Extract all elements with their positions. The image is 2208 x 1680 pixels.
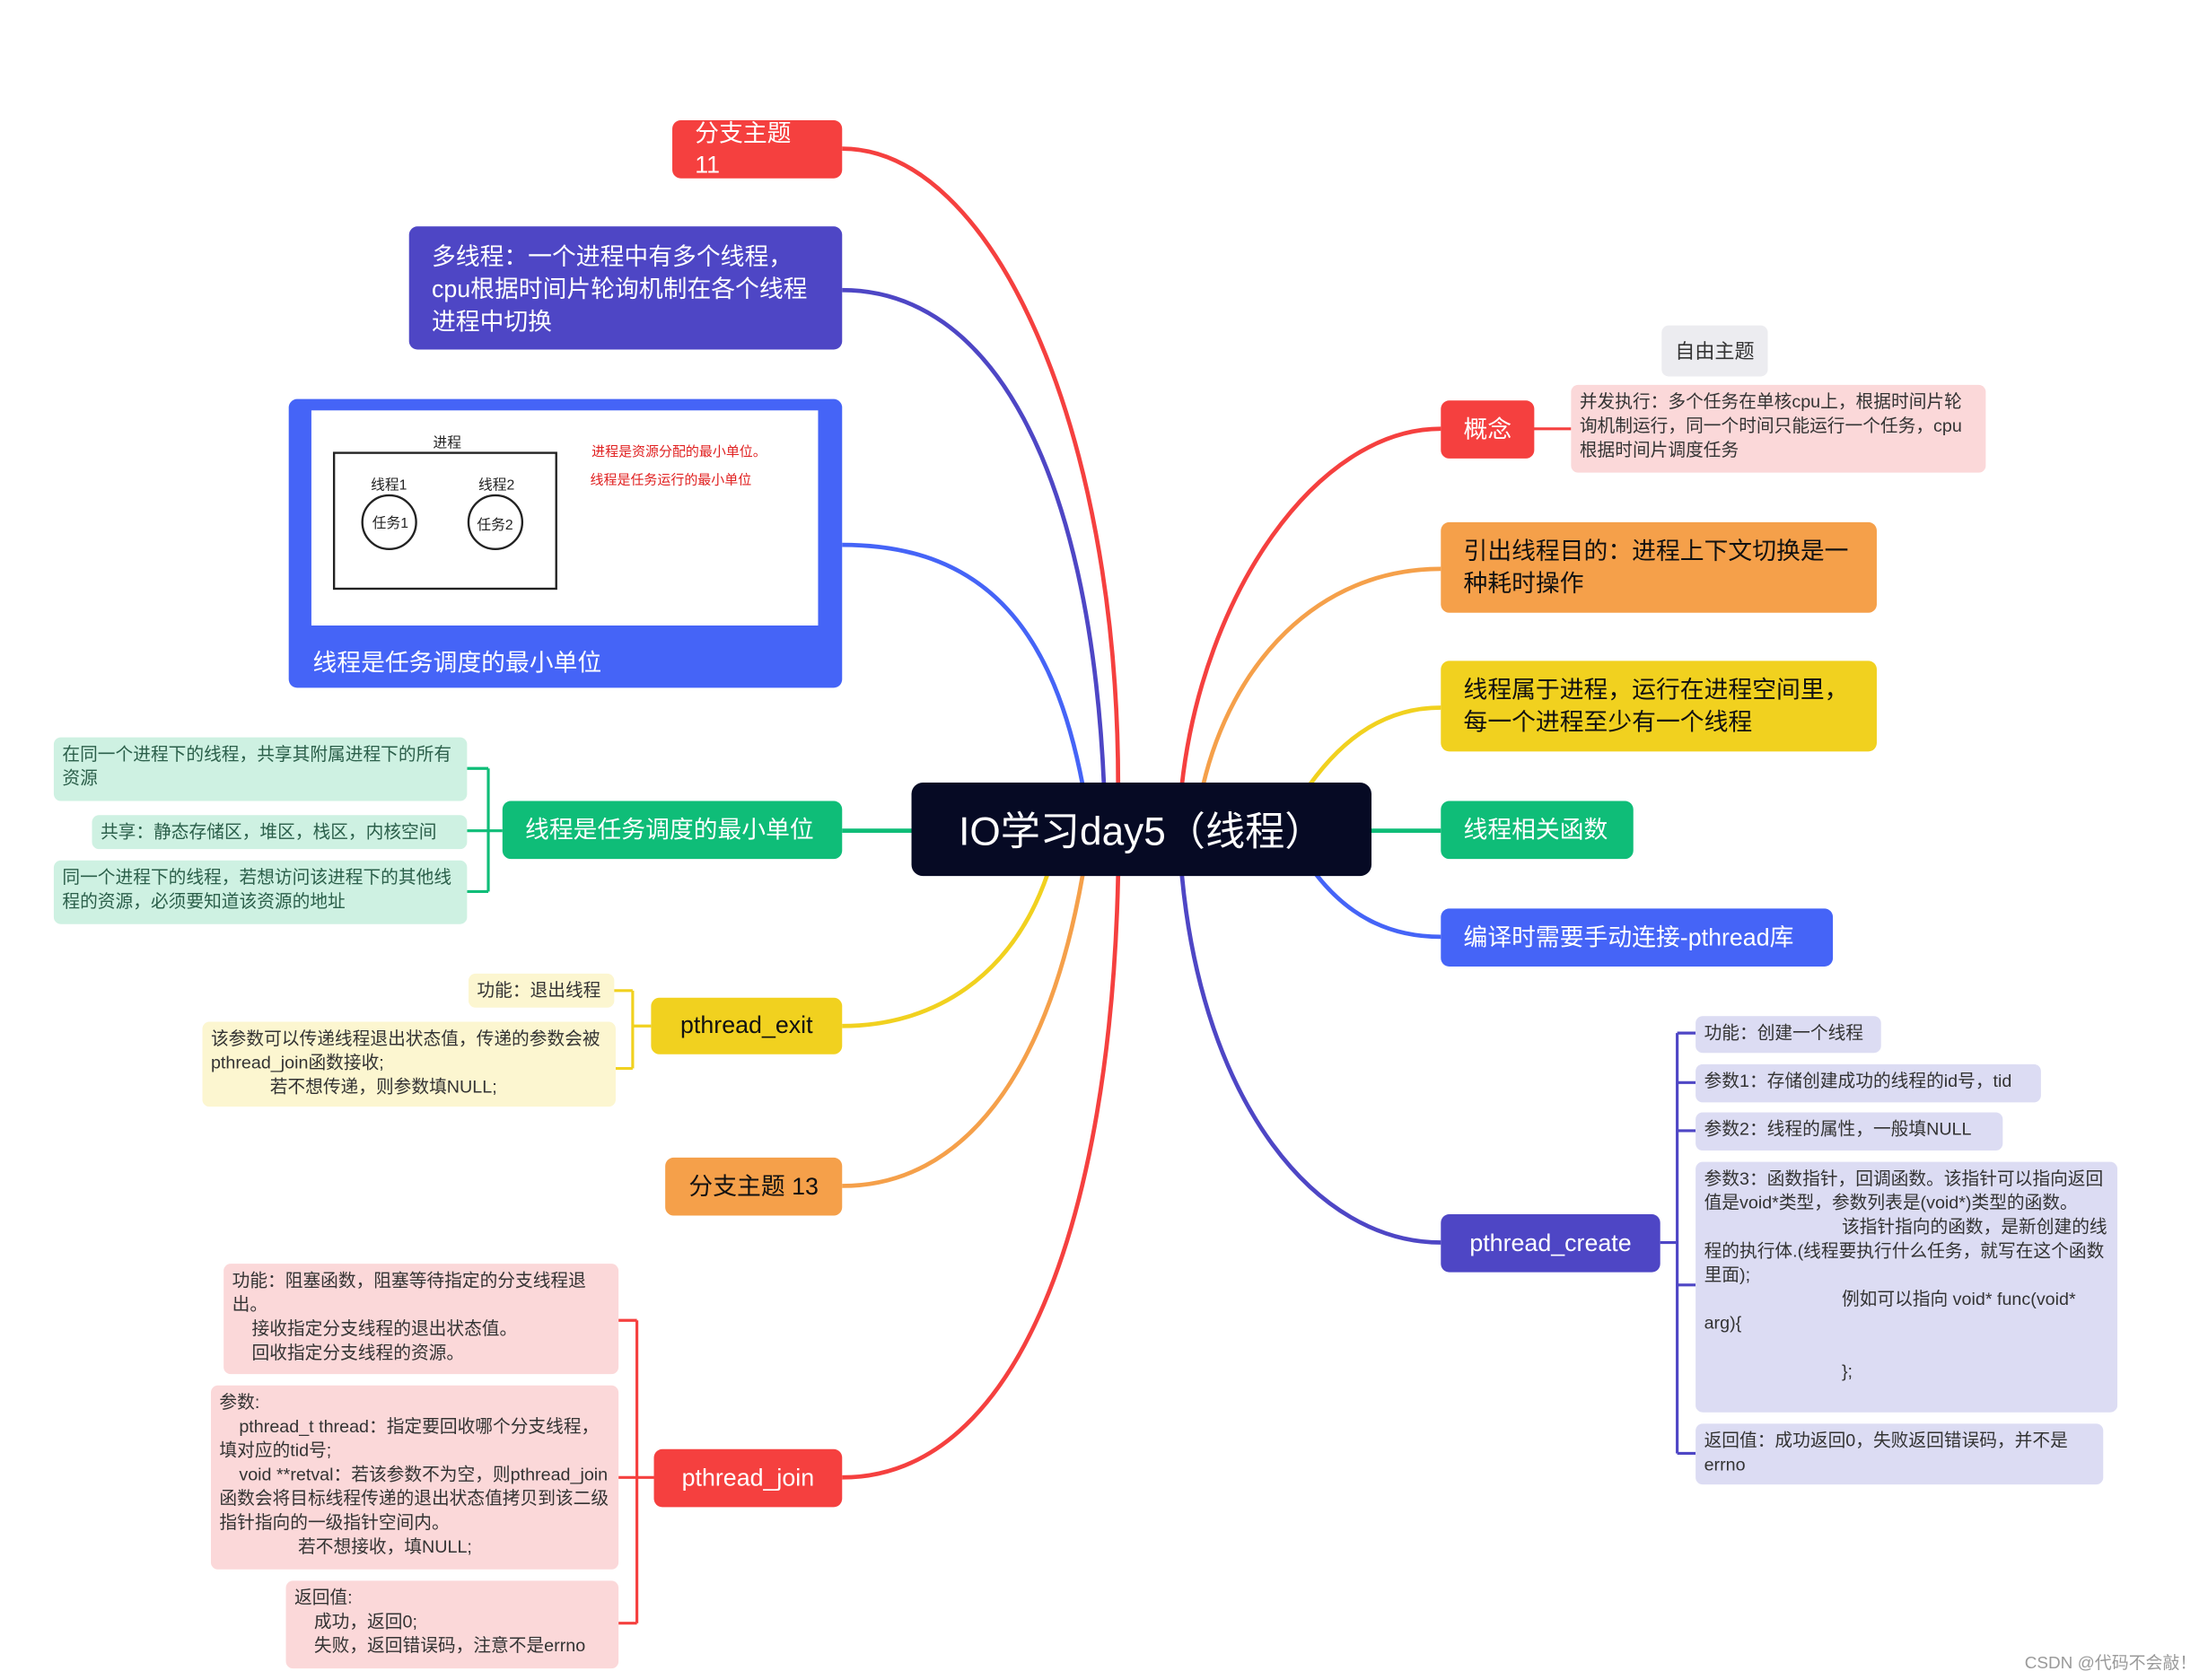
task1-label: 任务1 [372, 515, 408, 531]
pthread-join-label: pthread_join [681, 1464, 815, 1492]
process-thread-illustration: 进程 线程1 线程2 任务1 任务2 进程是资源分配的最小单位。 线程是任务运行… [332, 434, 767, 591]
purpose-node[interactable]: 引出线程目的：进程上下文切换是一种耗时操作 [1441, 521, 1877, 613]
multithread-node[interactable]: 多线程：一个进程中有多个线程，cpu根据时间片轮询机制在各个线程进程中切换 [408, 226, 843, 350]
sched-note-3[interactable]: 同一个进程下的线程，若想访问该进程下的其他线程的资源，必须要知道该资源的地址 [53, 860, 468, 924]
concept-node[interactable]: 概念 [1441, 400, 1535, 459]
sched-note-1[interactable]: 在同一个进程下的线程，共享其附属进程下的所有资源 [53, 737, 468, 801]
concept-note[interactable]: 并发执行：多个任务在单核cpu上，根据时间片轮询机制运行，同一个时间只能运行一个… [1571, 384, 1986, 473]
pthread-join-node[interactable]: pthread_join [653, 1448, 843, 1508]
pthread-create-node[interactable]: pthread_create [1441, 1213, 1660, 1273]
concept-label: 概念 [1463, 415, 1512, 442]
exit-note-1[interactable]: 功能：退出线程 [468, 973, 615, 1008]
create-note-1[interactable]: 功能：创建一个线程 [1695, 1016, 1881, 1054]
functions-label: 线程相关函数 [1463, 816, 1608, 844]
image-caption: 线程是任务调度的最小单位 [312, 649, 602, 677]
free-topic[interactable]: 自由主题 [1661, 325, 1768, 377]
pthread-exit-label: pthread_exit [680, 1011, 813, 1039]
sched-unit-label: 线程是任务调度的最小单位 [525, 816, 814, 844]
multithread-label: 多线程：一个进程中有多个线程，cpu根据时间片轮询机制在各个线程进程中切换 [431, 243, 808, 336]
central-topic[interactable]: IO学习day5（线程） [911, 783, 1372, 877]
pthread-create-label: pthread_create [1469, 1229, 1632, 1256]
image-note-1: 进程是资源分配的最小单位。 [591, 444, 767, 459]
thread2-label: 线程2 [478, 477, 514, 494]
branch-11-label: 分支主题 11 [695, 119, 792, 178]
join-note-2[interactable]: 参数: pthread_t thread：指定要回收哪个分支线程，填对应的tid… [210, 1385, 619, 1570]
belongs-label: 线程属于进程，运行在进程空间里，每一个进程至少有一个线程 [1463, 676, 1849, 736]
process-diagram-image: 进程 线程1 线程2 任务1 任务2 进程是资源分配的最小单位。 线程是任务运行… [311, 410, 819, 626]
link-label: 编译时需要手动连接-pthread库 [1463, 923, 1794, 950]
create-note-3[interactable]: 参数2：线程的属性，一般填NULL [1695, 1112, 2003, 1151]
exit-note-2[interactable]: 该参数可以传递线程退出状态值，传递的参数会被pthread_join函数接收; … [202, 1021, 616, 1107]
branch-13[interactable]: 分支主题 13 [665, 1157, 843, 1216]
create-note-4[interactable]: 参数3：函数指针，回调函数。该指针可以指向返回值是void*类型，参数列表是(v… [1695, 1161, 2118, 1413]
create-note-5[interactable]: 返回值：成功返回0，失败返回错误码，并不是errno [1695, 1423, 2104, 1485]
branch-11[interactable]: 分支主题 11 [672, 119, 843, 179]
join-note-3[interactable]: 返回值: 成功，返回0; 失败，返回错误码，注意不是errno [285, 1580, 619, 1669]
process-label: 进程 [434, 434, 462, 451]
purpose-label: 引出线程目的：进程上下文切换是一种耗时操作 [1463, 538, 1849, 598]
central-topic-label: IO学习day5（线程） [959, 809, 1325, 853]
sched-unit-node[interactable]: 线程是任务调度的最小单位 [502, 801, 843, 860]
link-node[interactable]: 编译时需要手动连接-pthread库 [1441, 908, 1834, 967]
belongs-node[interactable]: 线程属于进程，运行在进程空间里，每一个进程至少有一个线程 [1441, 661, 1877, 752]
join-note-1[interactable]: 功能：阻塞函数，阻塞等待指定的分支线程退出。 接收指定分支线程的退出状态值。 回… [223, 1264, 619, 1375]
branch-13-label: 分支主题 13 [688, 1172, 819, 1200]
thread1-label: 线程1 [371, 477, 407, 494]
watermark: CSDN @代码不会敲！ [2024, 1652, 2197, 1673]
create-note-2[interactable]: 参数1：存储创建成功的线程的id号，tid [1695, 1063, 2041, 1103]
sched-note-2[interactable]: 共享：静态存储区，堆区，栈区，内核空间 [92, 815, 468, 850]
pthread-exit-node[interactable]: pthread_exit [651, 997, 843, 1054]
image-note-2: 线程是任务运行的最小单位 [591, 472, 752, 487]
task2-label: 任务2 [477, 517, 513, 533]
functions-node[interactable]: 线程相关函数 [1441, 801, 1634, 860]
